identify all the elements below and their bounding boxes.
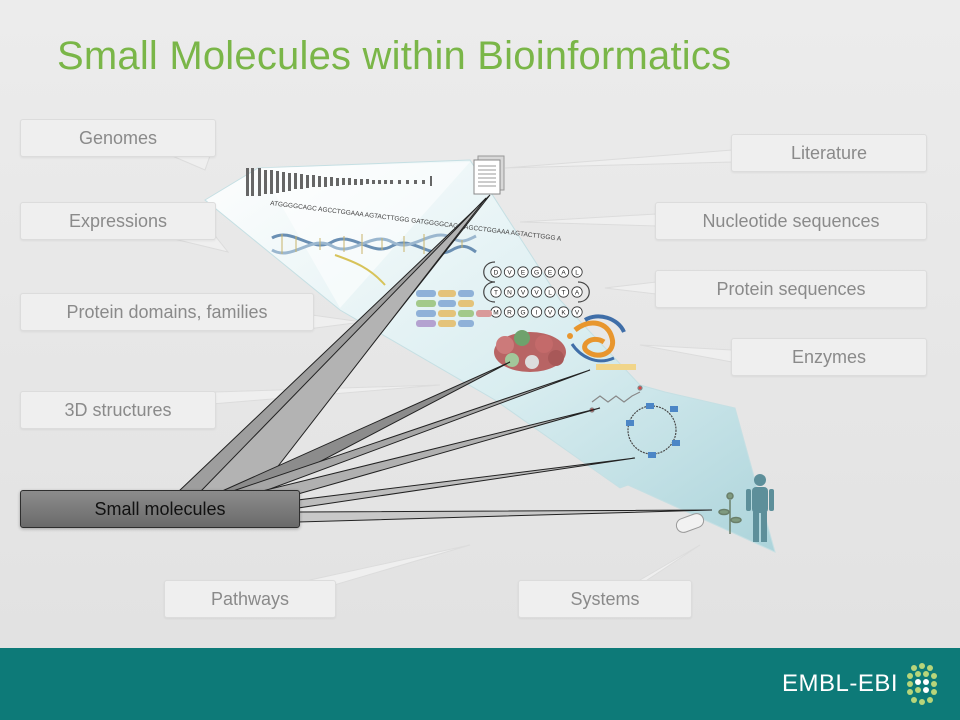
residue-letter: V <box>575 309 580 316</box>
expressions-label: Expressions <box>20 202 216 240</box>
page-title: Small Molecules within Bioinformatics <box>57 34 732 78</box>
pathways-label: Pathways <box>164 580 336 618</box>
protein-domains-label: Protein domains, families <box>20 293 314 331</box>
residue-letter: G <box>534 269 539 276</box>
protein-structure-icon <box>494 330 566 372</box>
residue-circle <box>557 286 570 298</box>
systems-label: Systems <box>518 580 692 618</box>
residue-circle <box>571 266 583 278</box>
residue-circle <box>503 266 516 278</box>
residue-letter: I <box>536 309 538 316</box>
literature-label: Literature <box>731 134 927 172</box>
residue-circle <box>517 266 529 278</box>
enzyme-structure-icon <box>567 314 626 363</box>
nucleotide-sequences-label: Nucleotide sequences <box>655 202 927 240</box>
residue-letter: M <box>493 309 498 316</box>
protein-domains-icon <box>416 290 492 327</box>
residue-circle <box>517 306 529 318</box>
residue-letter: E <box>521 269 526 276</box>
residue-circle <box>571 286 583 298</box>
residue-letter: A <box>575 289 580 296</box>
residue-circle <box>544 286 556 298</box>
residue-letter: A <box>561 269 566 276</box>
residue-letter: L <box>548 289 552 296</box>
bacterium-icon <box>675 513 705 533</box>
footer-bar: EMBL-EBI <box>0 648 960 720</box>
human-icon <box>746 474 774 542</box>
structures-3d-label: 3D structures <box>20 391 216 429</box>
protein-sequence-icon: D V E G E A L T N V V L T A M R G I V K V <box>483 261 590 318</box>
protein-sequences-label: Protein sequences <box>655 270 927 308</box>
bioinformatics-diagram: ATGGGGCAGC AGCCTGGAAA AGTACTTGGG GATGGGG… <box>168 149 776 599</box>
residue-circle <box>490 266 502 278</box>
residue-circle <box>530 286 543 298</box>
pathway-cycle-icon <box>626 403 680 458</box>
residue-circle <box>557 306 570 318</box>
residue-circle <box>503 286 516 298</box>
residue-circle <box>544 306 556 318</box>
residue-letter: T <box>494 289 498 296</box>
data-funnel-arrow <box>204 159 776 553</box>
residue-letter: T <box>562 289 566 296</box>
residue-letter: L <box>575 269 579 276</box>
residue-letter: D <box>494 269 499 276</box>
residue-circle <box>530 266 543 278</box>
small-molecules-label: Small molecules <box>20 490 300 528</box>
residue-circle <box>557 266 570 278</box>
embl-ebi-logo-icon <box>907 663 937 705</box>
residue-circle <box>503 306 516 318</box>
residue-circle <box>544 266 556 278</box>
embl-ebi-logo-text: EMBL-EBI <box>781 670 898 697</box>
residue-letter: V <box>534 289 539 296</box>
residue-letter: V <box>548 309 553 316</box>
residue-letter: V <box>521 289 526 296</box>
plant-icon <box>718 492 742 534</box>
residue-letter: R <box>507 309 512 316</box>
residue-letter: E <box>548 269 553 276</box>
residue-letter: K <box>561 309 566 316</box>
dna-helix-icon <box>271 233 477 286</box>
residue-letter: V <box>507 269 512 276</box>
connection-wedges <box>176 194 713 523</box>
residue-circle <box>530 306 543 318</box>
genomes-label: Genomes <box>20 119 216 157</box>
residue-circle <box>490 286 502 298</box>
residue-letter: G <box>520 309 525 316</box>
residue-circle <box>517 286 529 298</box>
document-icon <box>473 155 505 195</box>
residue-circle <box>571 306 583 318</box>
enzymes-label: Enzymes <box>731 338 927 376</box>
residue-letter: N <box>507 289 512 296</box>
genome-barcode-icon <box>246 168 432 196</box>
